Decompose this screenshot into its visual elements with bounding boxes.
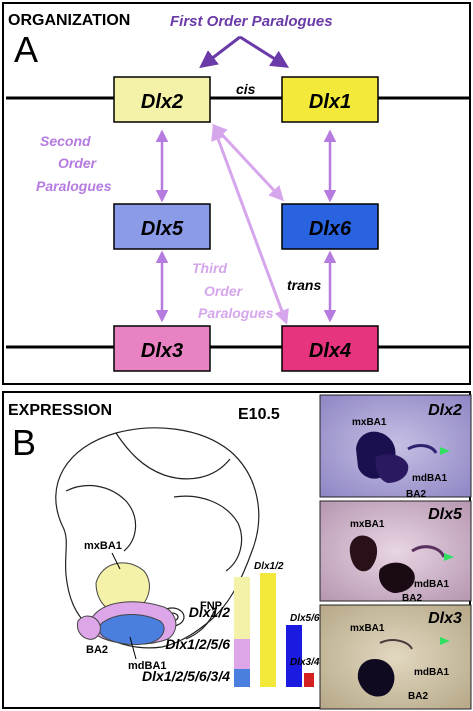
gene-box-dlx4: Dlx4 [281,325,379,372]
third-order-label-line2: Order [204,283,244,299]
photo-dlx2: Dlx2 mxBA1 mdBA1 BA2 [319,394,472,500]
legend-swatch-pink [234,639,250,669]
legend-row-dlx125634: Dlx1/2/5/6/3/4 [142,668,230,684]
photo-dlx3: Dlx3 mxBA1 mdBA1 BA2 [319,604,472,710]
second-order-label-line1: Second [40,133,91,149]
gene-label-dlx6: Dlx6 [309,218,352,240]
legend-row-dlx1256: Dlx1/2/5/6 [165,636,230,652]
legend-swatch-blue [234,669,250,687]
cis-label: cis [236,81,256,97]
bar-dlx12 [260,573,276,687]
photo-label-mdba1-1: mdBA1 [412,473,447,484]
gene-box-dlx2: Dlx2 [113,76,211,123]
photo-label-mxba1-2: mxBA1 [350,519,385,530]
photo-label-ba2-3: BA2 [408,691,428,702]
gene-label-dlx4: Dlx4 [309,340,351,362]
third-order-label-line3: Paralogues [198,305,274,321]
legend-swatch-yellow [234,577,250,639]
stage-label: E10.5 [238,406,280,423]
legend-row-dlx12: Dlx1/2 [189,604,230,620]
panel-letter: B [12,422,36,463]
first-order-arrow-left [199,35,241,69]
first-order-label: First Order Paralogues [170,13,333,30]
gene-label-dlx3: Dlx3 [141,340,183,362]
gene-label-dlx1: Dlx1 [309,91,351,113]
arrow-dlx2-dlx6 [211,123,285,202]
photo-label-mdba1-3: mdBA1 [414,667,449,678]
trans-label: trans [287,277,321,293]
second-order-label-line2: Order [58,155,98,171]
photo-dlx5: Dlx5 mxBA1 mdBA1 BA2 [319,500,472,604]
gene-box-dlx3: Dlx3 [113,325,211,372]
arch-regions [77,562,177,646]
photo-label-mxba1-3: mxBA1 [350,623,385,634]
organization-panel: ORGANIZATION A First Order Paralogues ci… [2,2,471,385]
bar-dlx56 [286,625,302,687]
gene-label-dlx5: Dlx5 [141,218,184,240]
photo-gene-label-dlx2: Dlx2 [428,402,462,419]
bar-label-dlx56: Dlx5/6 [290,613,320,624]
embryo-label-fnp: FNP [200,600,222,612]
third-order-label-line1: Third [192,260,227,276]
expression-diagram: EXPRESSION B E10.5 mxBA1 FNP mdBA1 BA2 D… [8,394,472,710]
section-title: EXPRESSION [8,402,112,419]
embryo-label-mxba1: mxBA1 [84,540,122,552]
embryo-label-ba2: BA2 [86,644,108,656]
photo-label-ba2-2: BA2 [402,593,422,604]
gene-box-dlx1: Dlx1 [281,76,379,123]
gene-box-dlx5: Dlx5 [113,203,211,250]
second-order-label-line3: Paralogues [36,178,112,194]
embryo-label-mdba1: mdBA1 [128,660,167,672]
photo-gene-label-dlx3: Dlx3 [428,610,462,627]
bar-dlx34 [304,673,314,687]
photo-gene-label-dlx5: Dlx5 [428,506,463,523]
bar-label-dlx34: Dlx3/4 [290,657,320,668]
arrow-dlx2-dlx4 [211,125,289,325]
photo-label-ba2-1: BA2 [406,489,426,500]
bar-label-dlx12: Dlx1/2 [254,561,284,572]
gene-label-dlx2: Dlx2 [141,91,183,113]
photo-label-mdba1-2: mdBA1 [414,579,449,590]
first-order-arrow-right [239,35,290,68]
photo-label-mxba1-1: mxBA1 [352,417,387,428]
expression-panel: EXPRESSION B E10.5 mxBA1 FNP mdBA1 BA2 D… [2,391,472,710]
panel-letter: A [14,29,38,70]
organization-diagram: ORGANIZATION A First Order Paralogues ci… [6,12,471,372]
section-title: ORGANIZATION [8,12,130,29]
gene-box-dlx6: Dlx6 [281,203,379,250]
